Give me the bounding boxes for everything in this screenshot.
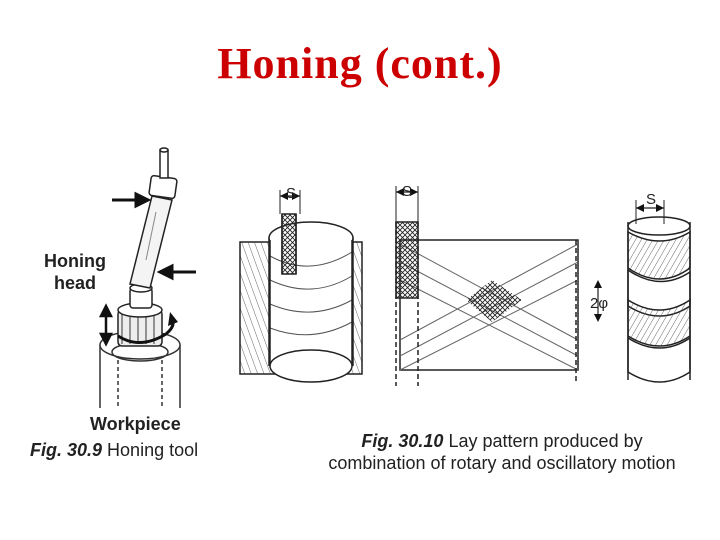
fig-30-10-line1: Lay pattern produced by: [448, 431, 643, 451]
fig-30-9-caption: Fig. 30.9 Honing tool: [30, 440, 198, 461]
fig-30-10-caption: Fig. 30.10 Lay pattern produced by combi…: [292, 430, 712, 474]
slide-title: Honing (cont.): [217, 39, 503, 88]
lay-panel-bore: [239, 190, 363, 383]
force-arrows: [112, 191, 196, 281]
fig-30-10-number: Fig. 30.10: [361, 431, 444, 451]
lay-panel-helix: [627, 200, 691, 383]
workpiece-label: Workpiece: [90, 414, 181, 434]
fig-30-9-number: Fig. 30.9: [30, 440, 103, 460]
fig-30-10-line2: combination of rotary and oscillatory mo…: [328, 453, 676, 473]
tool-shaft: [129, 147, 178, 289]
honing-head-label: Honing head: [40, 250, 110, 294]
honing-head-label-line2: head: [53, 273, 96, 293]
angle-label: 2φ: [590, 295, 608, 312]
s-label-1: S: [286, 185, 296, 202]
s-label-2: S: [402, 183, 412, 200]
honing-head-label-line1: Honing: [44, 251, 106, 271]
rotation-arrow: [117, 312, 178, 344]
honing-head: [117, 283, 163, 347]
oscillation-arrow: [98, 303, 114, 347]
lay-panel-unrolled: [395, 186, 602, 386]
fig-30-9-text: Honing tool: [107, 440, 199, 460]
s-label-3: S: [646, 191, 656, 208]
